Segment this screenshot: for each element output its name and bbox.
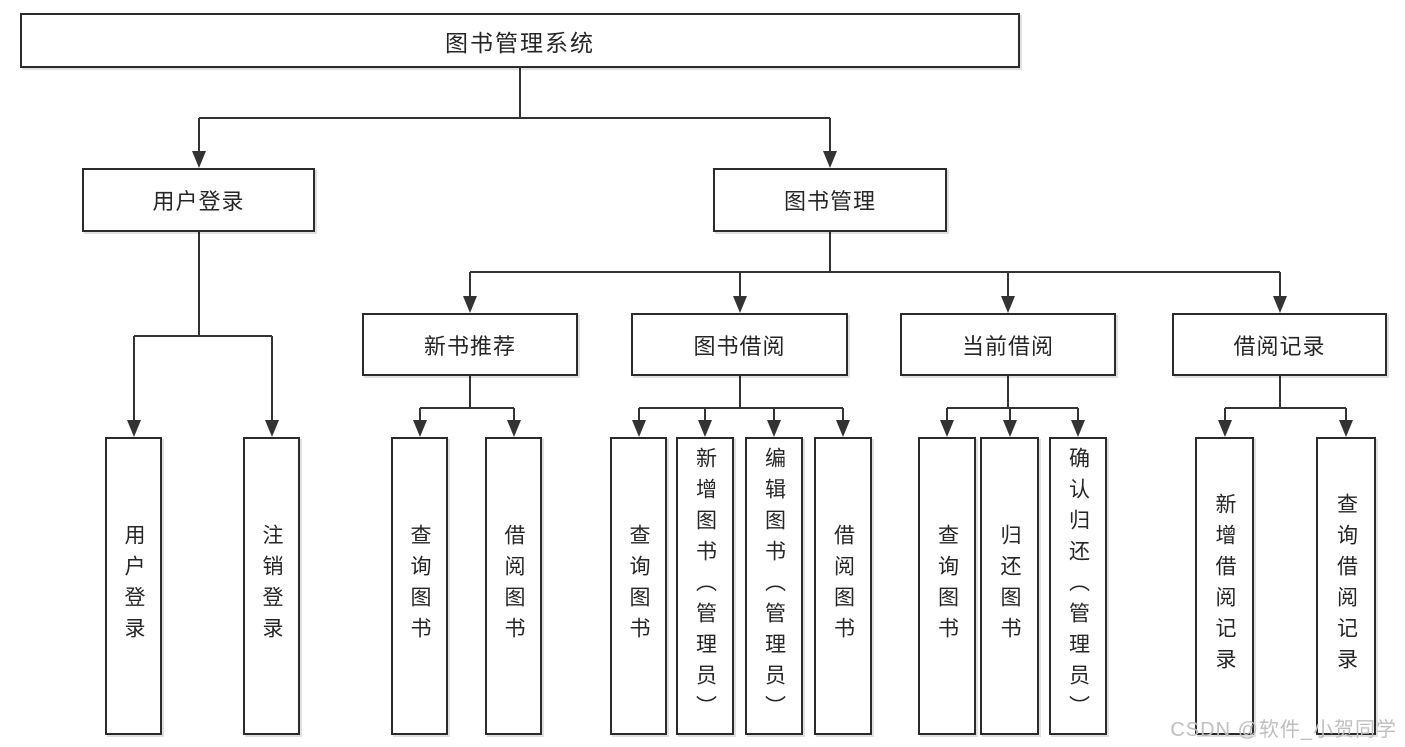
leaf-label: 新增借阅记录 (1213, 493, 1236, 679)
leaf-label: 注销登录 (260, 524, 283, 648)
node-borrow-records: 借阅记录 (1172, 313, 1387, 376)
connector-bookmgmt-to-level3 (463, 232, 1287, 313)
node-label: 新书推荐 (423, 333, 516, 359)
leaf-label: 查询图书 (408, 524, 431, 648)
watermark-text: CSDN @软件_小贺同学 (1170, 719, 1397, 741)
arrowhead (127, 420, 141, 437)
node-root-label: 图书管理系统 (445, 29, 595, 56)
node-label: 用户登录 (152, 189, 245, 214)
node-book-borrowing: 图书借阅 (631, 313, 848, 376)
arrowhead (1273, 296, 1287, 313)
leaf-label: 用户登录 (122, 524, 145, 648)
leaf-borrow-books-recommend: 借阅图书 (485, 437, 542, 735)
arrowhead (940, 420, 954, 437)
arrowhead (463, 296, 477, 313)
arrowhead (632, 420, 646, 437)
leaf-label: 查询图书 (935, 524, 959, 648)
leaf-confirm-return-admin: 确认归还（管理员） (1049, 437, 1107, 735)
node-label: 借阅记录 (1233, 333, 1326, 359)
arrowhead (1218, 420, 1232, 437)
connector-userlogin-branch (127, 232, 279, 437)
leaf-label: 编辑图书（管理员） (762, 446, 786, 726)
arrowhead (823, 151, 837, 168)
connector-current-branch (940, 376, 1085, 437)
node-root: 图书管理系统 (20, 13, 1020, 68)
connector-borrowing-branch (632, 376, 850, 437)
leaf-query-books-current: 查询图书 (918, 437, 976, 735)
leaf-label: 归还图书 (998, 524, 1021, 648)
leaf-label: 查询借阅记录 (1334, 493, 1358, 679)
leaf-label: 新增图书（管理员） (693, 446, 717, 726)
node-book-management: 图书管理 (713, 168, 947, 232)
leaf-query-borrow-record: 查询借阅记录 (1316, 437, 1376, 735)
leaf-label: 查询图书 (627, 524, 650, 648)
arrowhead (507, 420, 521, 437)
node-label: 图书管理 (783, 189, 876, 214)
arrowhead (413, 420, 427, 437)
arrowhead (192, 151, 206, 168)
leaf-add-borrow-record: 新增借阅记录 (1195, 437, 1254, 735)
leaf-borrow-books: 借阅图书 (814, 437, 872, 735)
arrowhead (1001, 296, 1015, 313)
leaf-label: 借阅图书 (502, 524, 525, 648)
arrowhead (733, 296, 747, 313)
arrowhead (265, 420, 279, 437)
leaf-label: 借阅图书 (831, 524, 855, 648)
arrowhead (698, 420, 712, 437)
arrowhead (1071, 420, 1085, 437)
arrowhead (1003, 420, 1017, 437)
leaf-query-books-recommend: 查询图书 (391, 437, 448, 735)
leaf-label: 确认归还（管理员） (1066, 446, 1090, 726)
connector-root-to-level2 (192, 68, 837, 168)
connector-newbooks-branch (413, 376, 521, 437)
leaf-logout: 注销登录 (243, 437, 300, 735)
arrowhead (767, 420, 781, 437)
node-user-login-module: 用户登录 (82, 168, 315, 232)
node-label: 当前借阅 (961, 333, 1054, 359)
node-new-book-recommend: 新书推荐 (362, 313, 578, 376)
arrowhead (1339, 420, 1353, 437)
leaf-return-books: 归还图书 (980, 437, 1039, 735)
connector-records-branch (1218, 376, 1353, 437)
leaf-query-books-borrowing: 查询图书 (610, 437, 667, 735)
leaf-add-books-admin: 新增图书（管理员） (676, 437, 734, 735)
leaf-edit-books-admin: 编辑图书（管理员） (745, 437, 803, 735)
arrowhead (836, 420, 850, 437)
node-current-borrowing: 当前借阅 (900, 313, 1116, 376)
leaf-user-login: 用户登录 (105, 437, 162, 735)
node-label: 图书借阅 (693, 333, 786, 359)
